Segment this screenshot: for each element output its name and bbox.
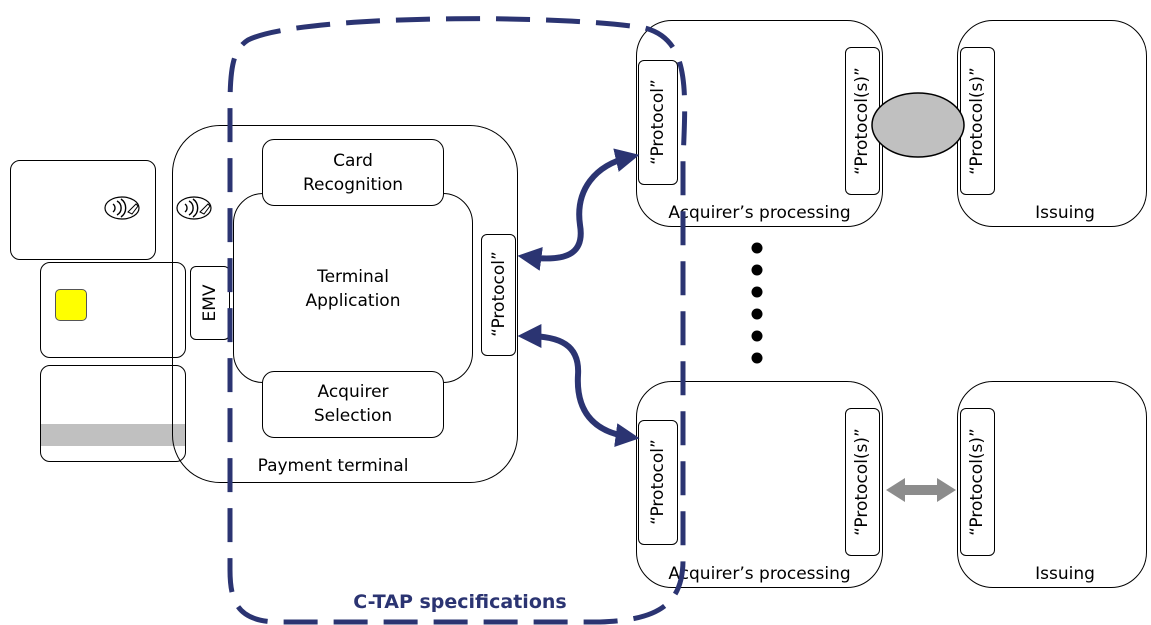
acquirer-selection-box xyxy=(262,371,444,438)
ctap-scope-label: C-TAP specifications xyxy=(300,591,620,613)
terminal-protocol-box xyxy=(481,234,516,356)
ctap-scope-outline xyxy=(227,16,688,625)
acquirer-protocol-out-box-2 xyxy=(845,408,880,556)
chip-icon xyxy=(55,289,87,321)
acquirer-caption-2: Acquirer’s processing xyxy=(668,564,851,584)
issuer-caption-1: Issuing xyxy=(1035,203,1095,223)
terminal-contactless-icon xyxy=(176,196,212,220)
network-link-ellipse xyxy=(871,92,965,158)
acquirer-protocol-in-box-2 xyxy=(638,420,678,545)
payment-terminal xyxy=(172,125,518,483)
acquirer-caption-1: Acquirer’s processing xyxy=(668,203,851,223)
issuer-protocol-box-2 xyxy=(960,408,995,556)
terminal-to-acquirer-1-arrow xyxy=(517,148,640,271)
acquirer-issuer-2-arrow xyxy=(886,478,956,502)
card-recognition-label: Card Recognition xyxy=(302,151,404,195)
terminal-application-label: Terminal Application xyxy=(305,267,401,311)
issuer-caption-2: Issuing xyxy=(1035,564,1095,584)
emv-box xyxy=(190,266,230,340)
terminal-application-box xyxy=(233,193,473,383)
acquirer-protocol-in-box-1 xyxy=(638,60,678,185)
contactless-icon xyxy=(104,196,140,220)
card-recognition-box xyxy=(262,139,444,206)
acquirer-selection-label: Acquirer Selection xyxy=(313,382,393,426)
terminal-to-acquirer-2-arrow xyxy=(517,324,640,448)
magnetic-stripe xyxy=(41,424,185,446)
more-acquirers-dots xyxy=(751,242,763,364)
payment-terminal-label: Payment terminal xyxy=(257,456,409,476)
